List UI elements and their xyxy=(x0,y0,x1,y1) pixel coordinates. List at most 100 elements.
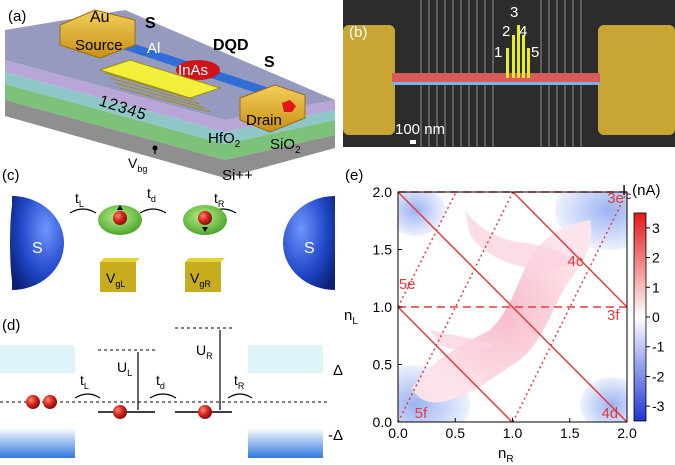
arrow-td xyxy=(139,208,167,214)
dot-electron-right-icon xyxy=(198,405,212,419)
label-tr: tR xyxy=(214,190,225,209)
panel-b: (b) 3 2 4 1 5 100 nm xyxy=(343,0,675,147)
layer-sio2 xyxy=(5,84,335,160)
label-tl: tL xyxy=(75,190,84,209)
line-5e xyxy=(397,191,457,308)
label-sio2: SiO2 xyxy=(270,136,301,156)
y-axis-label: nL xyxy=(344,307,358,327)
colorbar-tick-label: -2 xyxy=(652,368,665,384)
annotation-3e: 3e xyxy=(607,190,624,207)
spin-down-icon xyxy=(202,227,208,232)
gap-band-left-bottom xyxy=(0,428,75,458)
colorbar-label: Ic(nA) xyxy=(622,182,661,202)
superconductor-right-icon xyxy=(283,196,335,290)
label-hfo2: HfO2 xyxy=(208,130,241,150)
x-tick-label: 0.5 xyxy=(446,425,466,441)
gate-block-right-top xyxy=(185,258,225,262)
drain-contact-icon xyxy=(282,100,296,112)
arrow-d-td xyxy=(149,393,177,399)
y-tick-label: 2.0 xyxy=(373,184,393,200)
label-d-td: td xyxy=(156,372,165,391)
label-inas: InAs xyxy=(178,62,208,79)
gap-band-right-bottom xyxy=(248,428,323,458)
colorbar-tick-label: -3 xyxy=(652,398,665,414)
gate-block-left xyxy=(100,262,136,292)
sem-pad-right xyxy=(598,25,675,135)
guide-lines xyxy=(397,191,628,423)
gate-label-4: 4 xyxy=(519,23,527,40)
sem-gates xyxy=(506,25,530,78)
label-source: Source xyxy=(75,37,123,54)
x-axis-label: nR xyxy=(498,445,514,465)
x-ticks: 0.0 0.5 1.0 1.5 2.0 xyxy=(388,418,637,441)
label-dqd: DQD xyxy=(213,37,249,54)
annotation-3f: 3f xyxy=(607,307,620,324)
annotation-5f: 5f xyxy=(415,405,428,422)
line-4d xyxy=(397,306,513,423)
y-tick-label: 1.0 xyxy=(373,299,393,315)
sem-pad-left xyxy=(343,25,395,135)
source-pad xyxy=(59,9,136,59)
panel-c: (c) S S tL td tR VgL VgR xyxy=(2,167,335,292)
annotation-4c: 4c xyxy=(568,253,584,270)
y-tick-label: 0.0 xyxy=(373,414,393,430)
annotation-4d: 4d xyxy=(601,405,618,422)
scale-bar xyxy=(410,140,416,144)
label-drain: Drain xyxy=(246,112,282,129)
label-ur: UR xyxy=(196,342,213,361)
gate-label-5: 5 xyxy=(531,44,539,61)
label-si: Si++ xyxy=(222,167,253,184)
spin-up-icon xyxy=(117,205,123,210)
arrow-tl xyxy=(69,208,97,214)
x-tick-label: 2.0 xyxy=(617,425,637,441)
dot-electron-left-icon xyxy=(113,405,127,419)
y-tick-label: 1.5 xyxy=(373,242,393,258)
label-s-right: S xyxy=(304,240,315,257)
inas-dot xyxy=(176,60,220,80)
label-al: Al xyxy=(147,40,160,57)
label-d-tl: tL xyxy=(80,372,89,391)
scale-label: 100 nm xyxy=(395,121,445,138)
panel-d-tag: (d) xyxy=(2,317,20,334)
label-vgl: VgL xyxy=(106,270,125,289)
annotation-5e: 5e xyxy=(399,276,416,293)
cooper-electron-1-icon xyxy=(26,395,40,409)
colorbar xyxy=(633,212,647,422)
superconductor-left-body xyxy=(12,196,64,290)
panel-a-tag: (a) xyxy=(8,8,26,25)
colorbar-tick-label: 2 xyxy=(652,250,660,266)
colorbar-tick-label: 3 xyxy=(652,220,660,236)
colorbar-tick-label: 0 xyxy=(652,309,660,325)
label-ul: UL xyxy=(117,359,132,378)
y-tick-label: 0.5 xyxy=(373,357,393,373)
gate-block-left-top xyxy=(100,258,140,262)
panel-b-tag: (b) xyxy=(349,24,367,41)
label-s-left: S xyxy=(32,240,43,257)
gate-fingers xyxy=(98,59,222,113)
sem-wire-shell xyxy=(392,73,600,82)
label-delta: Δ xyxy=(333,362,343,379)
label-s-top: S xyxy=(145,15,156,32)
sem-wire-core xyxy=(392,82,600,85)
electron-left-icon xyxy=(113,211,127,225)
label-au: Au xyxy=(90,9,110,26)
x-tick-label: 0.0 xyxy=(388,425,408,441)
label-vgr: VgR xyxy=(190,270,211,289)
label-d-tr: tR xyxy=(234,372,245,391)
colorbar-tick-label: 1 xyxy=(652,279,660,295)
panel-c-tag: (c) xyxy=(2,167,20,184)
electron-right-icon xyxy=(198,211,212,225)
panel-d: (d) UL UR tL td tR Δ -Δ xyxy=(0,317,343,458)
gate-label-2: 2 xyxy=(502,23,510,40)
gap-band-left-top xyxy=(0,345,75,373)
x-tick-label: 1.5 xyxy=(560,425,580,441)
arrow-d-tl xyxy=(74,393,101,399)
label-td: td xyxy=(147,185,156,204)
label-vbg: Vbg xyxy=(128,155,147,174)
x-tick-label: 1.0 xyxy=(503,425,523,441)
panel-a: (a) Au S Source Al DQD S InAs 12345 Drai… xyxy=(5,8,335,184)
vbg-terminal-icon xyxy=(152,145,158,151)
